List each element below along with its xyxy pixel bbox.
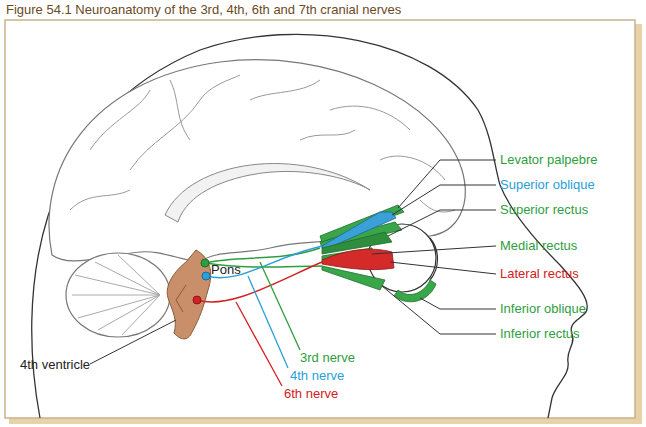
third-nerve	[205, 248, 320, 263]
muscle-label: Lateral rectus	[500, 266, 579, 281]
nerve-label: 6th nerve	[284, 386, 338, 401]
inferior-oblique-muscle	[394, 280, 436, 302]
sixth-nerve-leader	[236, 302, 282, 386]
lateral-rectus-muscle	[322, 249, 394, 269]
leader-lines	[90, 160, 496, 364]
inferior-rectus-muscle	[322, 266, 385, 290]
cerebellum	[66, 253, 170, 337]
cornea	[430, 238, 438, 280]
frame	[5, 20, 635, 418]
cerebellum-folia	[72, 255, 160, 335]
sixth-nerve	[197, 262, 322, 302]
nerve-label: 4th nerve	[290, 368, 344, 383]
muscle-label: Inferior rectus	[500, 326, 579, 341]
structure-label: 4th ventricle	[20, 357, 90, 372]
ventricle-mark	[176, 285, 186, 312]
fourth-nerve	[206, 246, 322, 278]
third-nucleus	[201, 259, 209, 267]
figure-title: Figure 54.1 Neuroanatomy of the 3rd, 4th…	[6, 2, 401, 17]
muscle-label: Superior oblique	[500, 177, 595, 192]
nerve-label: 3rd nerve	[300, 350, 355, 365]
sixth-nucleus	[193, 296, 201, 304]
fourth-nerve-leader	[248, 276, 288, 368]
brainstem	[167, 250, 210, 339]
muscle-label: Inferior oblique	[500, 301, 586, 316]
structure-label: Pons	[211, 262, 241, 277]
brain-gyri	[70, 75, 455, 212]
fourth-nucleus	[202, 272, 210, 280]
third-nerve-leader	[260, 262, 300, 350]
muscle-label: Levator palpebre	[500, 152, 598, 167]
muscle-label: Superior rectus	[500, 202, 588, 217]
head-outline	[32, 34, 588, 418]
corpus-callosum	[165, 164, 370, 222]
muscle-label: Medial rectus	[500, 238, 577, 253]
